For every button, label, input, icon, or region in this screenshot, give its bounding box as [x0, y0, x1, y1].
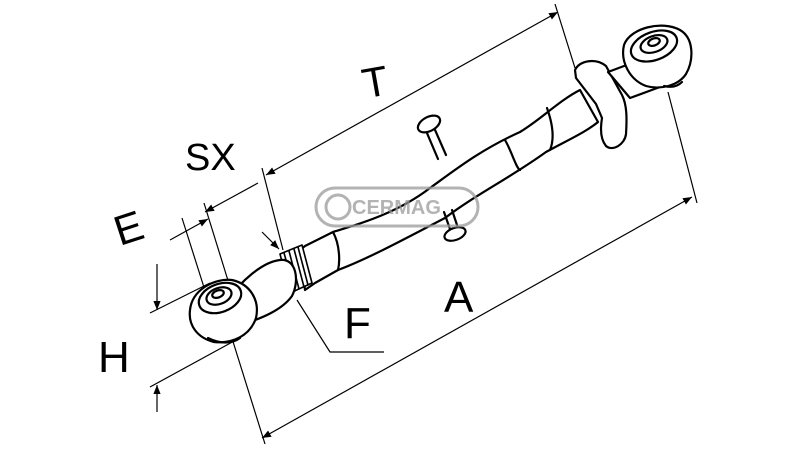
- dim-line-sx: [204, 182, 259, 213]
- label-e: E: [108, 201, 149, 254]
- ext-line-t-right: [554, 3, 576, 69]
- dimension-lines: [149, 3, 698, 445]
- watermark-text: CERMAG: [352, 197, 441, 219]
- ext-line-a-left: [229, 331, 266, 445]
- left-ball-joint: [188, 278, 258, 344]
- cermag-watermark: CERMAG: [314, 186, 480, 228]
- h-ext-bottom: [149, 339, 237, 388]
- f-pointer: [261, 231, 280, 250]
- right-bracket: [573, 60, 628, 150]
- ext-line-a-right: [667, 91, 698, 204]
- tube-body: [298, 88, 600, 292]
- watermark-frame: [314, 186, 480, 228]
- label-h: H: [98, 333, 130, 382]
- label-sx: SX: [185, 137, 236, 179]
- dim-line-a: [261, 196, 693, 439]
- top-link-part: [188, 24, 693, 344]
- tube-joint-left: [331, 230, 341, 272]
- right-ball-joint: [622, 24, 693, 89]
- ext-line-sx: [203, 202, 231, 288]
- f-leader-line: [296, 299, 384, 353]
- label-t: T: [358, 57, 391, 108]
- dim-line-e: [169, 218, 209, 241]
- label-f: F: [344, 299, 371, 348]
- ext-line-t-left: [261, 167, 284, 251]
- label-a: A: [444, 273, 474, 322]
- tube-joint-mid: [503, 138, 522, 172]
- pin-top: [416, 114, 448, 161]
- tube-joint-right: [545, 106, 554, 152]
- watermark-emblem-icon: [324, 193, 352, 221]
- dim-line-t: [265, 11, 559, 176]
